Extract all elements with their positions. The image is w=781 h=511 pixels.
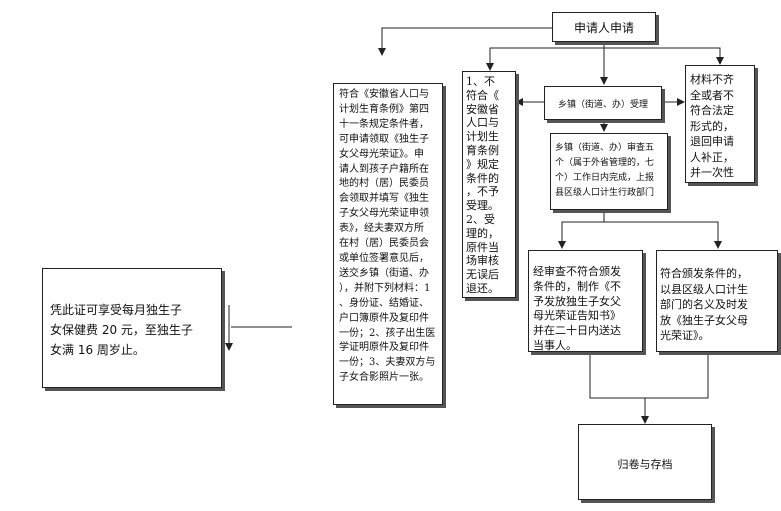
connector-review-issue <box>604 221 722 249</box>
reject-box <box>528 250 643 352</box>
incomplete-box <box>685 65 755 183</box>
accept-label: 乡镇（街道、办）受理 <box>557 100 648 110</box>
applicant-label: 申请人申请 <box>573 21 634 35</box>
review-label: 乡镇（街道、办）审查五 个（属于外省管理的，七 个）工作日内完成，上报 县区级人… <box>555 143 655 198</box>
not-accepted-box <box>462 71 516 298</box>
applicant-box <box>552 12 656 42</box>
accept-box <box>544 86 662 120</box>
benefit-box <box>42 268 222 388</box>
conditions-box <box>333 83 443 405</box>
issue-box <box>656 250 778 352</box>
connector-review-split <box>558 210 605 249</box>
conditions-text: 符合《安徽省人口与 计划生育条例》第四 十一条规定条件者， 可申请领取《独生子 … <box>339 89 436 384</box>
connector-applicant-incomplete <box>604 47 724 65</box>
not-accepted-text: 1、不 符合《 安徽省 人口与 计划生 育条例 》规定 条件的 ，不予 受理。 … <box>466 75 499 295</box>
archive-box <box>578 424 712 500</box>
reject-text: 经审查不符合颁发 条件的，制作《不 予发放独生子女父 母光荣证告知书》 并在二十… <box>533 265 621 352</box>
benefit-text: 凭此证可享受每月独生子 女保健费 20 元，至独生子 女满 16 周岁止。 <box>50 303 193 357</box>
archive-label: 归卷与存档 <box>617 458 673 471</box>
review-box <box>550 133 668 210</box>
issue-text: 符合颁发条件的， 以县区级人口计生 部门的名义及时发 放《独生子女父母 光荣证》… <box>660 267 748 343</box>
incomplete-text: 材料不齐 全或者不 符合法定 形式的， 退回申请 人补正， 并一次性 <box>690 73 734 179</box>
connector-to-archive <box>589 350 709 399</box>
connector-applicant-conditions <box>378 27 552 56</box>
connector-applicant-notaccepted <box>486 42 605 71</box>
